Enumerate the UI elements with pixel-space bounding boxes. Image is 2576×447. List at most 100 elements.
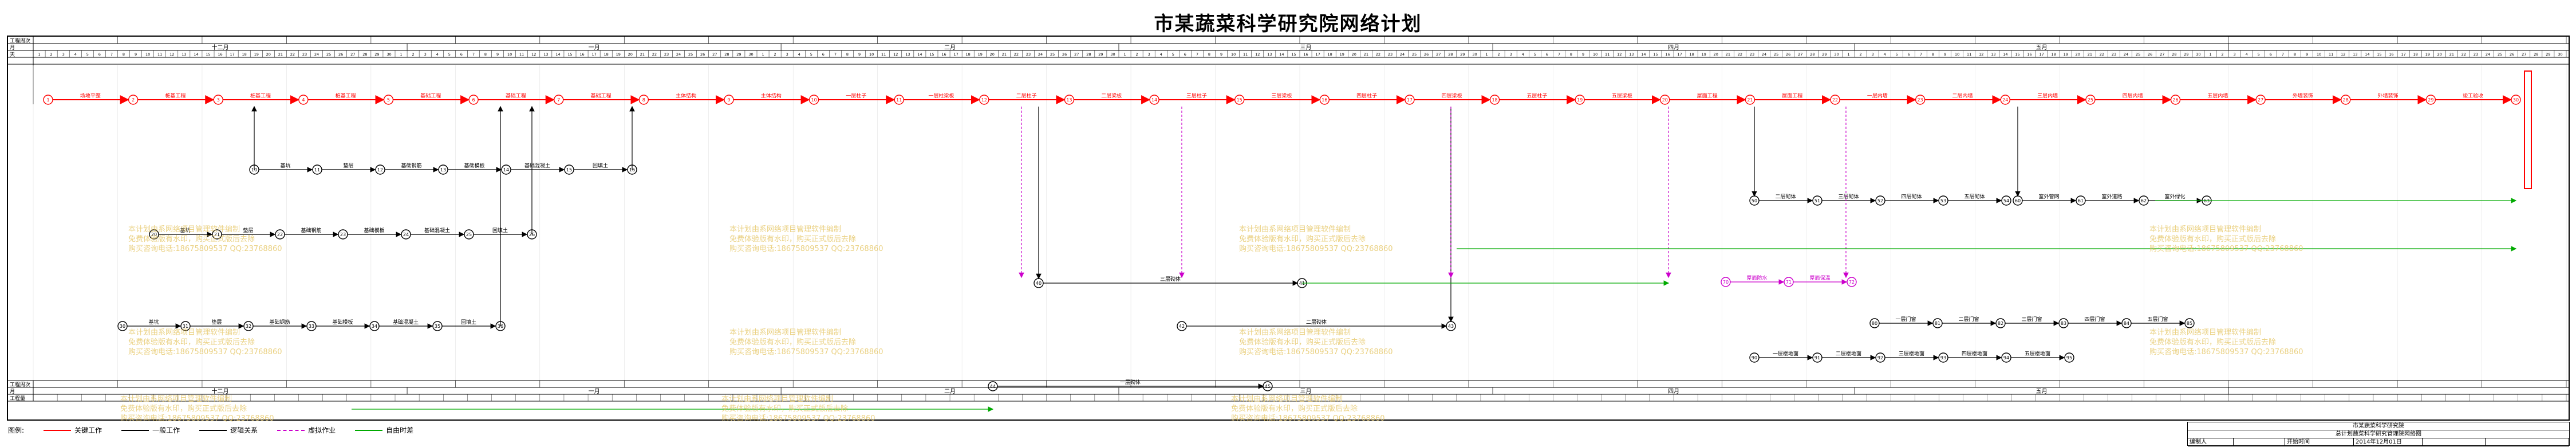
day-number: 27 (2522, 52, 2526, 57)
node-number: 12 (377, 167, 383, 172)
day-number: 3 (62, 52, 65, 57)
network-node (432, 321, 443, 331)
day-number: 10 (869, 52, 874, 57)
network-node (1938, 195, 1948, 206)
activity-label: 三层门窗 (2021, 316, 2042, 323)
day-number: 2 (1860, 52, 1862, 57)
day-number: 10 (1593, 52, 1597, 57)
day-number: 3 (1510, 52, 1512, 57)
title-block-cell: 开始时间 (2285, 438, 2354, 446)
day-number: 28 (724, 52, 729, 57)
node-number: 70 (1723, 280, 1729, 285)
activity-label: 五层砌体 (1964, 193, 1985, 200)
activity-label: 回填土 (593, 162, 608, 169)
network-node (1405, 95, 1415, 105)
activity-label: 室外管网 (2038, 193, 2059, 200)
day-number: 26 (1062, 52, 1067, 57)
day-number: 16 (218, 52, 222, 57)
day-number: 19 (1702, 52, 1706, 57)
day-number: 24 (1762, 52, 1766, 57)
node-number: 43 (1448, 324, 1454, 329)
day-number: 6 (1908, 52, 1910, 57)
day-number: 15 (567, 52, 572, 57)
network-node (2341, 95, 2351, 105)
day-number: 10 (1955, 52, 1959, 57)
node-number: 22 (277, 232, 283, 237)
network-node (554, 95, 564, 105)
activity-label: 三层砌体 (1838, 193, 1859, 200)
day-number: 24 (1400, 52, 1405, 57)
node-number: 26 (529, 232, 535, 237)
activity-label: 外墙装饰 (2293, 92, 2313, 99)
day-number: 25 (688, 52, 693, 57)
day-number: 14 (194, 52, 198, 57)
day-number: 30 (1834, 52, 1839, 57)
day-number: 11 (881, 52, 886, 57)
network-node (180, 321, 191, 331)
node-number: 21 (214, 232, 220, 237)
day-number: 24 (1038, 52, 1043, 57)
network-node (468, 95, 479, 105)
network-node (2184, 318, 2195, 328)
network-chart[interactable]: 场地平整1桩基工程2桩基工程3桩基工程4基础工程5基础工程6基础工程7主体结构8… (8, 37, 2569, 422)
network-node (1234, 95, 1245, 105)
activity-label: 桩基工程 (165, 92, 186, 99)
node-number: 12 (981, 97, 987, 103)
day-number: 12 (893, 52, 898, 57)
activity-label: 基础混凝土 (393, 319, 419, 326)
day-number: 20 (2076, 52, 2080, 57)
network-node (1784, 277, 1794, 287)
day-number: 2 (50, 52, 53, 57)
activity-label: 一层楼地面 (1773, 350, 1798, 357)
title-block-cell (2486, 438, 2569, 446)
node-number: 25 (2088, 97, 2093, 103)
node-number: 5 (387, 97, 390, 103)
month-label: 十二月 (212, 44, 229, 51)
activity-label: 垫层 (211, 319, 222, 326)
node-number: 23 (340, 232, 346, 237)
node-number: 45 (1265, 384, 1271, 389)
day-number: 5 (810, 52, 812, 57)
node-number: 20 (151, 232, 157, 237)
node-number: 8 (642, 97, 645, 103)
day-number: 25 (1774, 52, 1778, 57)
network-node (1812, 352, 1822, 363)
bottom-month-name: 五月 (2036, 388, 2048, 395)
day-number: 15 (929, 52, 934, 57)
day-number: 11 (1605, 52, 1609, 57)
network-node (1830, 95, 1840, 105)
day-row-label: 天 (10, 52, 15, 58)
day-number: 7 (1196, 52, 1198, 57)
activity-label: 基坑 (148, 319, 159, 326)
day-number: 14 (2003, 52, 2007, 57)
node-number: 2 (132, 97, 135, 103)
day-number: 28 (1810, 52, 1814, 57)
day-number: 11 (1243, 52, 1248, 57)
logic-line-icon (199, 429, 227, 431)
node-number: 18 (1492, 97, 1497, 103)
activity-label: 主体结构 (676, 92, 696, 99)
bottom-month-name: 三月 (1300, 388, 1312, 395)
day-number: 26 (1424, 52, 1429, 57)
activity-label: 三层楼地面 (1899, 350, 1924, 357)
day-number: 6 (460, 52, 463, 57)
title-block-cell: 编制人 (2188, 438, 2234, 446)
activity-label: 基础钢筋 (269, 319, 290, 326)
bottom-month-name: 十二月 (212, 387, 229, 395)
day-number: 13 (182, 52, 186, 57)
node-number: 31 (183, 324, 188, 329)
day-number: 25 (2498, 52, 2502, 57)
virtual-line-icon (277, 429, 305, 431)
day-number: 16 (941, 52, 946, 57)
day-number: 7 (472, 52, 475, 57)
network-node (1721, 277, 1731, 287)
node-number: 62 (2141, 198, 2147, 203)
day-number: 22 (1376, 52, 1380, 57)
day-number: 17 (1677, 52, 1682, 57)
day-number: 18 (242, 52, 247, 57)
day-number: 4 (1884, 52, 1886, 57)
node-number: 51 (1814, 198, 1820, 203)
month-label: 四月 (1668, 44, 1679, 51)
day-number: 27 (1074, 52, 1079, 57)
